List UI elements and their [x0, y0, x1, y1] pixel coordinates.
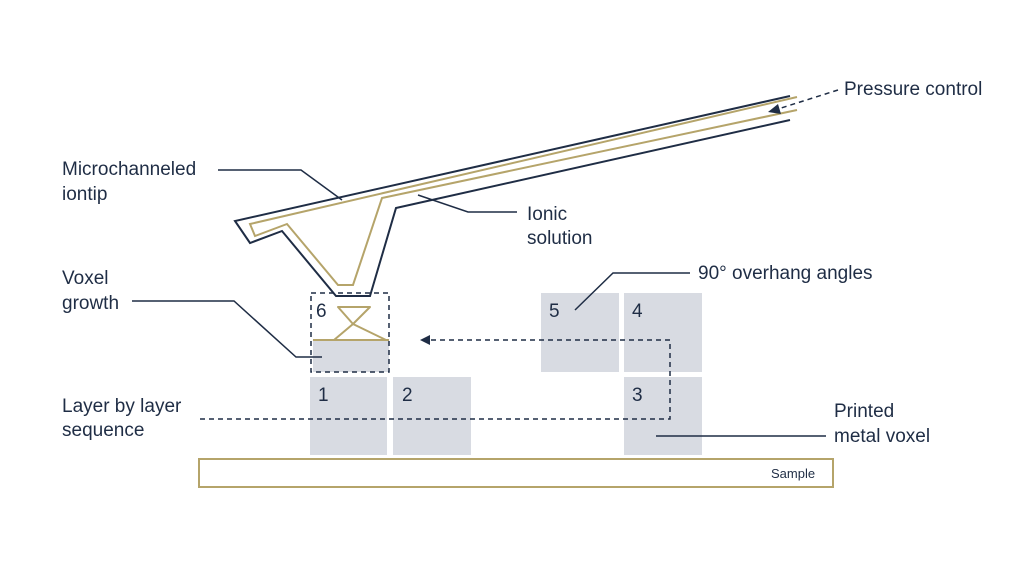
sample-substrate: [198, 458, 834, 488]
overhang-leader: [574, 272, 690, 311]
voxel-5-number: 5: [549, 301, 560, 322]
voxel-growth-leader: [132, 300, 322, 358]
ionic-label-line1: Ionic: [527, 204, 567, 225]
layer-sequence-label-line2: sequence: [62, 420, 144, 441]
voxel-2: [393, 377, 471, 455]
voxel-3-number: 3: [632, 385, 643, 406]
tip-leader: [218, 169, 343, 201]
iontip-body: [233, 95, 791, 297]
pressure-arrow-line: [777, 89, 839, 110]
voxel-2-number: 2: [402, 385, 413, 406]
tip-label-line2: iontip: [62, 184, 107, 205]
voxel-growth-label-line2: growth: [62, 293, 119, 314]
printed-voxel-label-line1: Printed: [834, 401, 894, 422]
ionic-leader: [417, 194, 517, 213]
voxel-1-number: 1: [318, 385, 329, 406]
pressure-arrowhead: [768, 104, 781, 114]
layer-sequence-label-line1: Layer by layer: [62, 396, 182, 417]
voxel-4: [624, 293, 702, 372]
printed-voxel-label-line2: metal voxel: [834, 426, 930, 447]
pressure-control-label: Pressure control: [844, 79, 982, 100]
nozzle-meniscus: [333, 306, 387, 341]
sequence-path: [200, 339, 671, 420]
voxel-growth-label-line1: Voxel: [62, 268, 108, 289]
ionic-label-line2: solution: [527, 228, 593, 249]
voxel-1: [310, 377, 387, 455]
microchannel: [248, 96, 798, 286]
voxel-4-number: 4: [632, 301, 643, 322]
tip-label-line1: Microchanneled: [62, 159, 196, 180]
voxel-6-number: 6: [316, 301, 327, 322]
voxel-6-outline: [310, 292, 390, 373]
sample-label: Sample: [771, 466, 815, 481]
voxel-6-growing: [313, 340, 389, 372]
overhang-label: 90° overhang angles: [698, 263, 873, 284]
voxel-3: [624, 377, 702, 455]
sequence-arrowhead: [420, 335, 430, 345]
